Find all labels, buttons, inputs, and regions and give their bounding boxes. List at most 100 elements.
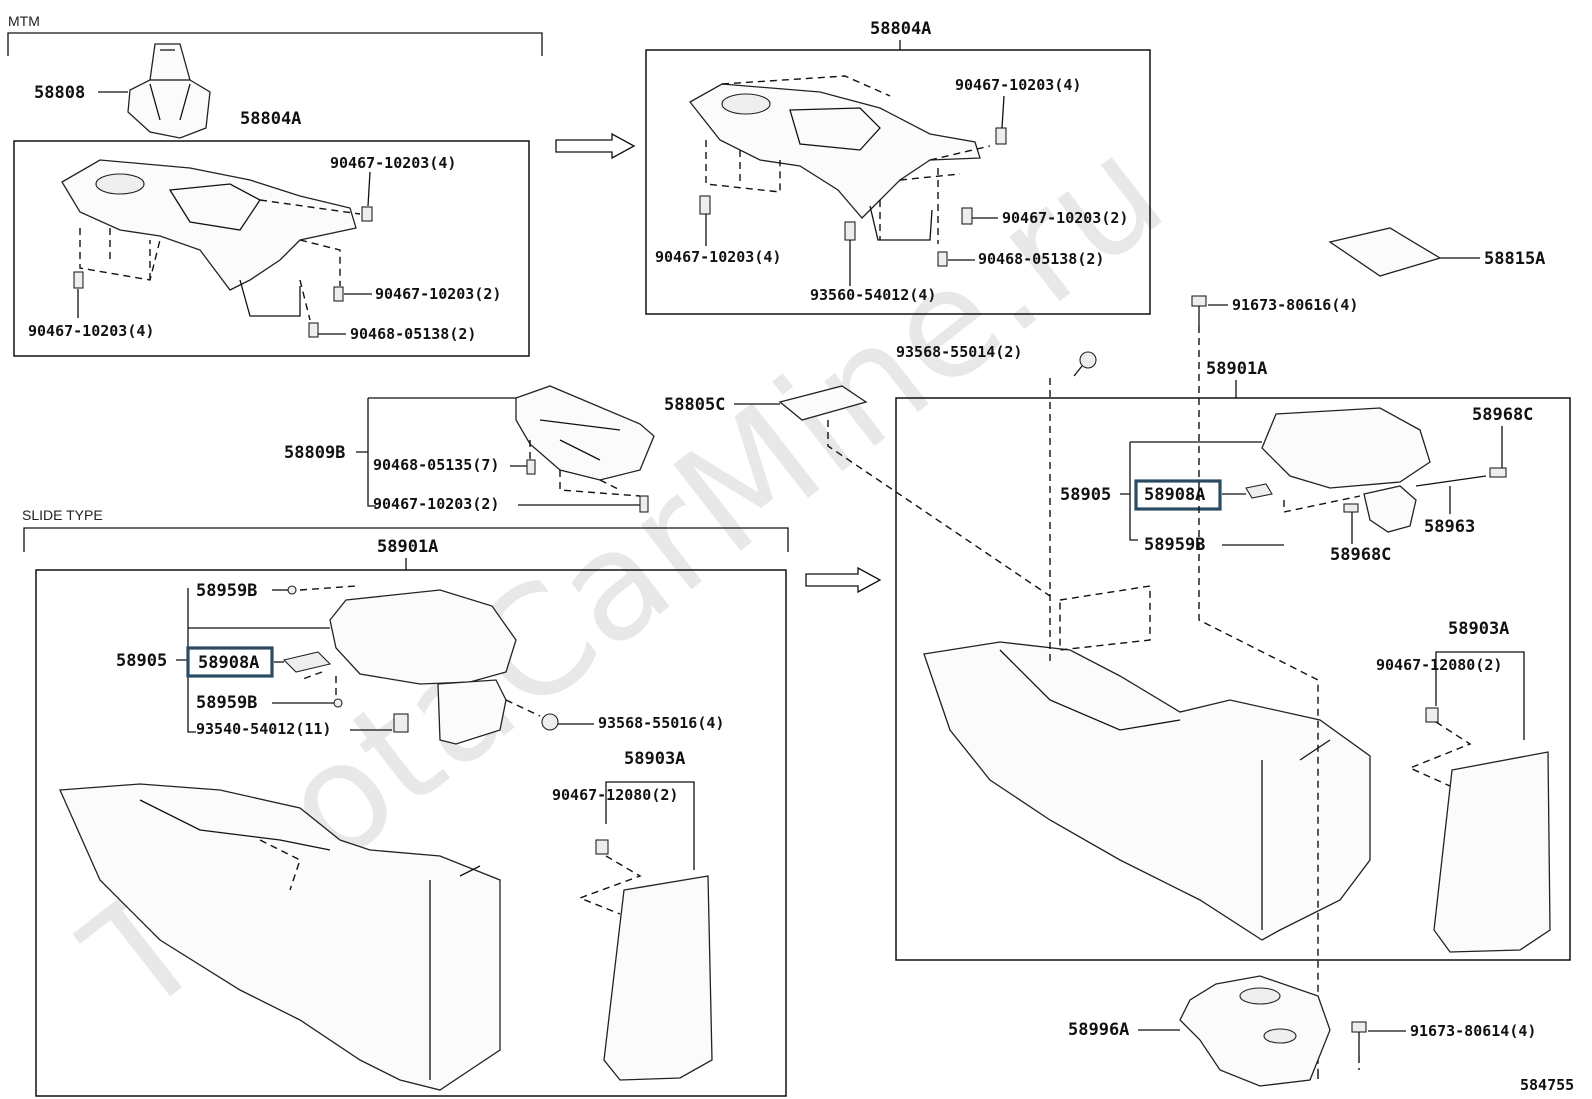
console-lower-bracket-part [1179,975,1331,1087]
dash-line [1408,721,1472,787]
leader [1001,95,1005,129]
rear-console-box-right [895,397,1571,961]
part-label-58968C-bottom: 58968C [1330,545,1391,565]
clip-icon [308,322,319,338]
part-label-90467-10203-4-c: 90467-10203(4) [955,76,1081,94]
console-upper-panel-right [689,83,981,241]
part-label-58901A-left: 58901A [377,537,438,557]
part-label-58959B-left-top: 58959B [196,581,257,601]
dash-line [1283,495,1361,513]
dash-line-lid [827,420,1051,597]
armrest-part-right [1261,407,1431,489]
slide-type-box [35,569,787,1097]
dash-lines-panel-left [79,228,161,281]
part-label-58905-right: 58905 [1060,485,1111,505]
part-label-90468-05138-2-b: 90468-05138(2) [978,250,1104,268]
part-label-93540-54012-11: 93540-54012(11) [196,720,331,738]
armrest-hinge-part [1363,485,1417,533]
part-label-58815A: 58815A [1484,249,1545,269]
part-label-58903A-right: 58903A [1448,619,1509,639]
part-label-58959B-right: 58959B [1144,535,1205,555]
screw-icon [844,221,856,241]
part-label-90468-05138-2-a: 90468-05138(2) [350,325,476,343]
bolt-icon [1351,1021,1367,1056]
shift-boot-part [127,43,211,139]
dash-line [578,855,642,915]
part-label-58804A-right: 58804A [870,19,931,39]
part-label-90467-10203-2-a: 90467-10203(2) [375,285,501,303]
part-label-58959B-left-bottom: 58959B [196,693,257,713]
cap-icon [333,698,343,708]
part-label-93560-54012-4: 93560-54012(4) [810,286,936,304]
dash-lines-panel-left-2 [259,199,361,321]
console-lid-part [778,385,868,421]
part-label-58963: 58963 [1424,517,1475,537]
part-label-90467-10203-4-b: 90467-10203(4) [28,322,154,340]
arrow-right-icon [555,132,636,160]
clip-icon [699,195,711,215]
dash-line [1317,1056,1360,1082]
part-label-91673-80614-4: 91673-80614(4) [1410,1022,1536,1040]
part-label-58996A: 58996A [1068,1020,1129,1040]
clip-icon [595,839,609,855]
diagram-id: 584755 [1520,1076,1574,1094]
dash-lines-left [299,585,357,700]
section-label-mtm: MTM [8,13,40,29]
mtm-bracket [7,32,543,56]
part-label-58903A-left: 58903A [624,749,685,769]
bracket-58809B [356,398,376,507]
part-label-93568-55016-4: 93568-55016(4) [598,714,724,732]
console-body-right [923,641,1371,941]
clip-icon [526,459,536,475]
part-label-90468-05135-7: 90468-05135(7) [373,456,499,474]
console-body-left [59,783,501,1091]
dash-lines-panel-right [705,75,891,193]
hinge-pin-part [1415,475,1487,487]
clip-icon [937,251,948,267]
part-label-58908A-right: 58908A [1144,485,1205,505]
part-label-90467-10203-4-d: 90467-10203(4) [655,248,781,266]
clip-icon [333,286,344,302]
clip-icon [639,495,649,513]
section-label-slide-type: SLIDE TYPE [22,507,103,523]
cap-icon [287,585,297,595]
bracket-58905-right [1120,441,1262,541]
clip-icon [995,127,1007,145]
clip-icon [1425,707,1439,723]
side-cover-part-right [1433,751,1551,953]
part-label-93568-55014-2: 93568-55014(2) [896,343,1022,361]
dash-lines-panel-right-2 [879,145,991,244]
console-bracket-part [515,385,655,481]
dash-line [259,839,301,891]
screw-icon [541,713,559,731]
pin-cap-part [1343,503,1359,513]
console-upper-panel-left [61,159,357,317]
clip-icon [73,271,84,289]
slide-type-bracket [23,527,789,552]
part-label-90467-10203-2-c: 90467-10203(2) [373,495,499,513]
part-label-58905-left: 58905 [116,651,167,671]
part-label-90467-10203-4-a: 90467-10203(4) [330,154,456,172]
side-cover-part-left [603,875,713,1081]
bolt-icon [1191,295,1207,326]
bracket-58905-left [176,588,330,733]
part-label-58968C-top: 58968C [1472,405,1533,425]
dash-lines-right [1059,585,1151,651]
part-label-58809B: 58809B [284,443,345,463]
slide-rail-part [437,679,507,745]
screw-icon [393,713,409,733]
part-label-91673-80616-4: 91673-80616(4) [1232,296,1358,314]
part-label-58901A-right: 58901A [1206,359,1267,379]
hinge-plate-part [282,651,332,673]
part-label-58808: 58808 [34,83,85,103]
bracket-58903A-left [605,781,695,870]
arrow-right-icon [805,566,882,594]
highlight-58908A-right [1134,479,1222,511]
part-label-90467-10203-2-b: 90467-10203(2) [1002,209,1128,227]
mtm-subassembly-box [13,140,530,357]
dash-line [1198,326,1319,1072]
part-label-58805C: 58805C [664,395,725,415]
screw-icon [1073,351,1097,377]
pin-cap-part [1489,467,1507,478]
